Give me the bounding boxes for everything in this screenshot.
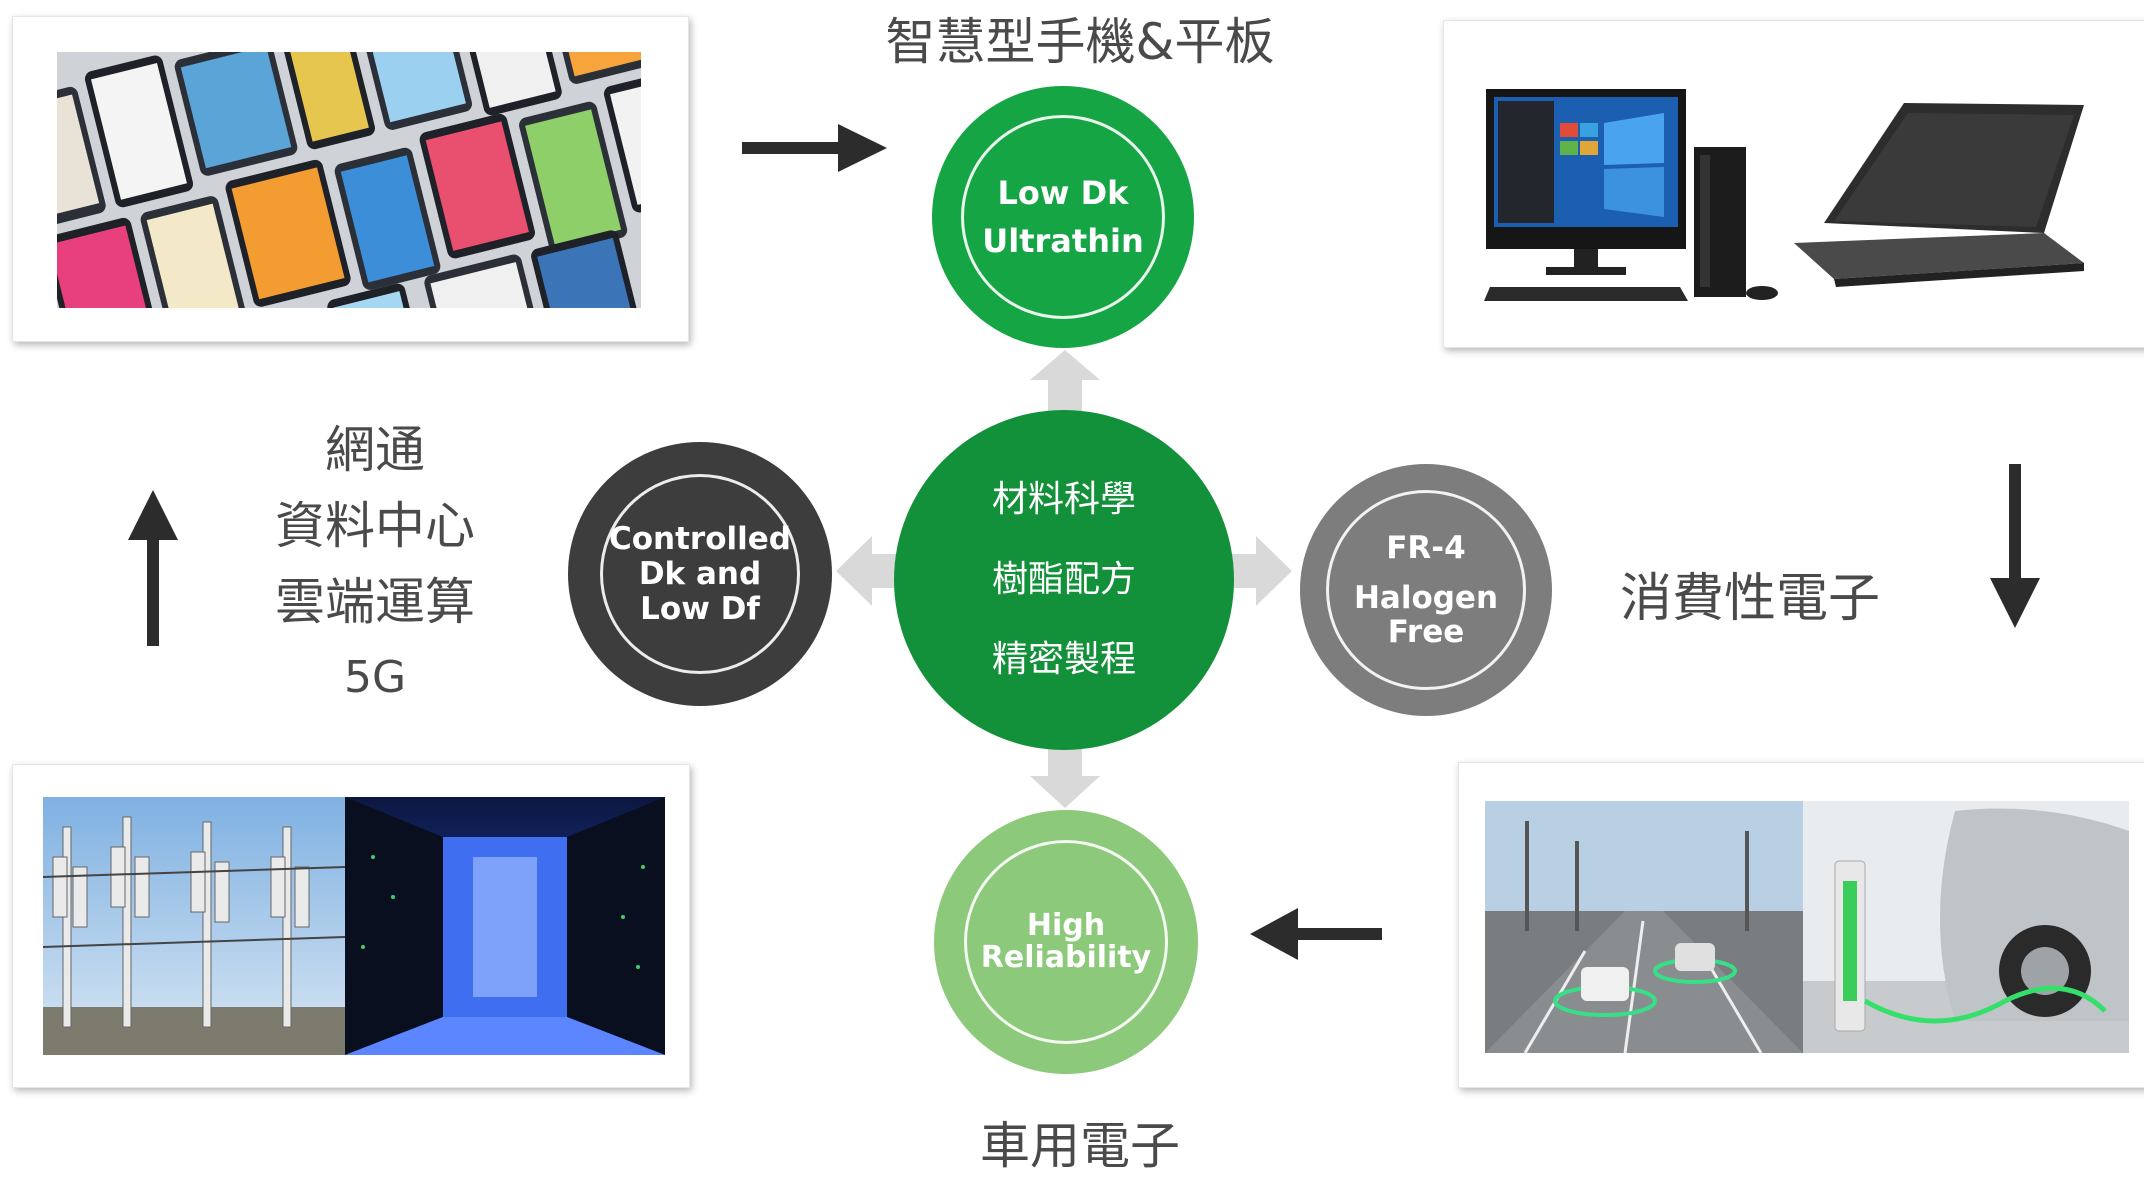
halogen-text: Halogen bbox=[1353, 580, 1499, 616]
smartphone-tablet-card bbox=[12, 16, 689, 342]
arrow-left-icon bbox=[1250, 908, 1382, 960]
free-text: Free bbox=[1387, 614, 1465, 650]
road-ev-charging-image bbox=[1485, 801, 2129, 1053]
arrow-down-icon bbox=[1990, 464, 2040, 628]
fr4-text: FR-4 bbox=[1386, 530, 1466, 566]
high-reliability-circle: High Reliability bbox=[934, 810, 1198, 1074]
fr4-halogen-free-circle: FR-4 Halogen Free bbox=[1300, 464, 1552, 716]
consumer-electronics-heading: 消費性電子 bbox=[1619, 569, 1880, 629]
computer-card bbox=[1443, 20, 2144, 348]
5g-heading-line: 5G bbox=[343, 652, 407, 703]
spoke-arrow-up-icon bbox=[1030, 350, 1100, 416]
cloud-heading-line: 雲端運算 bbox=[275, 573, 475, 631]
network-heading-line: 網通 bbox=[325, 421, 425, 479]
high-text: High bbox=[1026, 908, 1106, 943]
devices-grid-image bbox=[57, 52, 641, 308]
materials-science-label: 材料科學 bbox=[991, 479, 1136, 520]
arrow-right-icon bbox=[742, 124, 887, 172]
controlled-dk-label: Controlled Dk and Low Df bbox=[609, 520, 791, 627]
high-reliability-label: High Reliability bbox=[981, 910, 1151, 974]
base-station-datacenter-image bbox=[43, 797, 665, 1055]
network-card bbox=[12, 764, 690, 1088]
desktop-laptop-image bbox=[1484, 89, 2084, 301]
arrow-up-icon bbox=[128, 490, 178, 646]
spoke-arrow-down-icon bbox=[1030, 746, 1100, 808]
automotive-card bbox=[1458, 762, 2144, 1088]
fr4-halogen-free-label: FR-4 Halogen Free bbox=[1354, 531, 1498, 649]
network-heading-group: 網通 資料中心 雲端運算 5G bbox=[250, 412, 500, 716]
ultrathin-text: Ultrathin bbox=[982, 222, 1144, 260]
center-core-circle: 材料科學 樹酯配方 精密製程 bbox=[894, 410, 1234, 750]
automotive-photo bbox=[1485, 801, 2129, 1053]
spoke-arrow-right-icon bbox=[1214, 536, 1292, 606]
high-reliability-ring bbox=[964, 840, 1168, 1044]
smartphone-heading: 智慧型手機&平板 bbox=[885, 13, 1275, 71]
resin-formulation-label: 樹酯配方 bbox=[991, 559, 1136, 600]
center-core-labels: 材料科學 樹酯配方 精密製程 bbox=[992, 460, 1136, 700]
reliability-text: Reliability bbox=[980, 940, 1152, 975]
low-dk-text: Low Dk bbox=[997, 174, 1129, 212]
precision-process-label: 精密製程 bbox=[991, 639, 1136, 680]
controlled-dk-ring bbox=[600, 474, 800, 674]
controlled-text: Controlled bbox=[609, 520, 791, 557]
spoke-arrow-left-icon bbox=[836, 536, 916, 606]
controlled-dk-circle: Controlled Dk and Low Df bbox=[568, 442, 832, 706]
computer-photo bbox=[1484, 83, 2124, 333]
automotive-heading: 車用電子 bbox=[980, 1117, 1180, 1175]
dk-and-text: Dk and bbox=[638, 555, 762, 592]
low-dk-ultrathin-label: Low Dk Ultrathin bbox=[982, 169, 1143, 265]
datacenter-heading-line: 資料中心 bbox=[275, 497, 475, 555]
fr4-halogen-free-ring bbox=[1326, 490, 1526, 690]
low-dk-ultrathin-circle: Low Dk Ultrathin bbox=[932, 86, 1194, 348]
network-photo bbox=[43, 797, 665, 1055]
low-df-text: Low Df bbox=[640, 590, 760, 627]
low-dk-ultrathin-ring bbox=[961, 115, 1165, 319]
smartphone-tablet-photo bbox=[57, 52, 641, 308]
